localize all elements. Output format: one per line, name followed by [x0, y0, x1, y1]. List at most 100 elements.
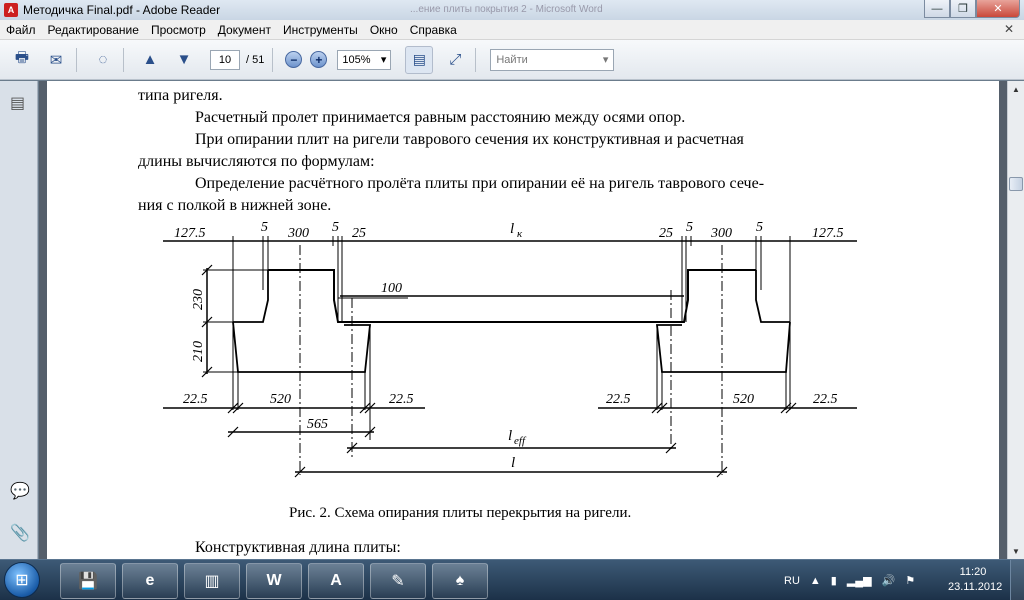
- paragraph-line: Конструктивная длина плиты:: [195, 539, 401, 556]
- search-placeholder: Найти: [496, 53, 528, 66]
- print-icon[interactable]: 🖶: [14, 49, 30, 66]
- taskbar-app-ie[interactable]: e: [122, 563, 178, 599]
- language-indicator[interactable]: RU: [784, 574, 800, 587]
- window-controls: — ❐ ✕: [924, 0, 1020, 18]
- zoom-select[interactable]: 105% ▾: [337, 49, 392, 70]
- dim-label: 22.5: [389, 392, 414, 407]
- dim-label: 520: [733, 392, 754, 407]
- attach-icon[interactable]: ✉: [49, 51, 63, 69]
- chevron-down-icon: ▾: [380, 54, 387, 66]
- dim-label: 565: [307, 417, 328, 432]
- scroll-up-icon[interactable]: ▲: [1012, 84, 1020, 94]
- show-desktop-button[interactable]: [1010, 560, 1024, 600]
- comments-icon[interactable]: 💬: [10, 483, 30, 500]
- menu-bar: Файл Редактирование Просмотр Документ Ин…: [0, 20, 1024, 40]
- network-signal-icon[interactable]: ▂▄▆: [846, 575, 872, 587]
- clock[interactable]: 11:20 23.11.2012: [948, 565, 1003, 595]
- adobe-reader-icon: A: [4, 3, 18, 17]
- tray-expand-icon[interactable]: ▲: [809, 574, 821, 587]
- previous-page-icon[interactable]: ▲: [142, 51, 158, 68]
- taskbar: ⊞ 💾 e ▥ W A ✎ ♠ RU ▲ ▮ ▂▄▆ 🔊 ⚑ 11:20 23.…: [0, 559, 1024, 600]
- page-total: / 51: [246, 53, 265, 66]
- dim-label: 22.5: [183, 392, 208, 407]
- dim-label-vertical: 230: [191, 289, 206, 310]
- paragraph-line: Определение расчётного пролёта плиты при…: [195, 175, 765, 192]
- dim-label: 300: [287, 226, 309, 241]
- support-scheme-drawing: 127.5 5 300 5 25 25 5 300 5 127.5 l к 23…: [163, 221, 857, 478]
- toolbar-separator: [272, 47, 274, 72]
- full-screen-icon[interactable]: ⤢: [449, 51, 462, 68]
- dim-label: 300: [710, 226, 732, 241]
- leff-label: l: [508, 428, 512, 444]
- dim-label: 520: [270, 392, 291, 407]
- maximize-button[interactable]: ❐: [950, 0, 976, 18]
- vertical-scrollbar[interactable]: ▲ ▼: [1007, 81, 1024, 559]
- menu-help[interactable]: Справка: [409, 22, 457, 37]
- paragraph-line: длины вычисляются по формулам:: [138, 153, 375, 170]
- system-tray: RU ▲ ▮ ▂▄▆ 🔊 ⚑: [784, 560, 925, 600]
- figure-caption: Рис. 2. Схема опирания плиты перекрытия …: [289, 505, 632, 521]
- dim-label: 127.5: [174, 226, 206, 241]
- title-bar: A Методичка Final.pdf - Adobe Reader ...…: [0, 0, 1024, 20]
- menu-file[interactable]: Файл: [6, 22, 36, 37]
- scroll-thumb[interactable]: [1009, 177, 1023, 191]
- paragraph-line: типа ригеля.: [138, 87, 223, 104]
- taskbar-app-word[interactable]: W: [246, 563, 302, 599]
- lk-label: l: [510, 221, 514, 237]
- lk-subscript: к: [517, 228, 523, 240]
- taskbar-app-acrobat[interactable]: ♠: [432, 563, 488, 599]
- document-view[interactable]: типа ригеля. Расчетный пролет принимаетс…: [39, 81, 1007, 559]
- battery-icon[interactable]: ▮: [830, 575, 837, 587]
- menu-edit[interactable]: Редактирование: [47, 22, 139, 37]
- menu-window[interactable]: Окно: [369, 22, 398, 37]
- menu-view[interactable]: Просмотр: [150, 22, 206, 37]
- action-center-flag-icon[interactable]: ⚑: [905, 575, 916, 587]
- dim-label: 5: [686, 221, 693, 235]
- next-page-icon[interactable]: ▼: [176, 51, 192, 68]
- scroll-down-icon[interactable]: ▼: [1012, 546, 1020, 556]
- volume-icon[interactable]: 🔊: [881, 575, 896, 587]
- paragraph-line: Расчетный пролет принимается равным расс…: [195, 109, 686, 126]
- toolbar: 🖶 ✉ ◌ ▲ ▼ 10 / 51 − + 105% ▾ ▤ ⤢ Найти ▾: [0, 40, 1024, 80]
- start-button[interactable]: ⊞: [4, 562, 40, 598]
- dim-label: 5: [261, 221, 268, 235]
- clock-date: 23.11.2012: [948, 581, 1003, 593]
- paragraph-line: ния с полкой в нижней зоне.: [138, 197, 332, 214]
- dim-label-vertical: 210: [191, 341, 206, 362]
- share-icon[interactable]: ◌: [98, 51, 108, 68]
- window-title: Методичка Final.pdf - Adobe Reader: [23, 3, 221, 17]
- close-button[interactable]: ✕: [976, 0, 1020, 18]
- menu-tools[interactable]: Инструменты: [282, 22, 358, 37]
- l-label: l: [511, 455, 515, 471]
- paragraph-line: При опирании плит на ригели таврового се…: [195, 131, 744, 148]
- pdf-page: типа ригеля. Расчетный пролет принимаетс…: [47, 81, 999, 559]
- pages-icon[interactable]: ▤: [10, 95, 26, 112]
- taskbar-app-archive[interactable]: ▥: [184, 563, 240, 599]
- dim-label: 5: [756, 221, 763, 235]
- zoom-value: 105%: [342, 53, 371, 66]
- background-window-title: ...ение плиты покрытия 2 - Microsoft Wor…: [410, 4, 603, 15]
- zoom-out-icon[interactable]: −: [285, 51, 303, 68]
- taskbar-app-files[interactable]: 💾: [60, 563, 116, 599]
- taskbar-app-autocad[interactable]: A: [308, 563, 364, 599]
- dim-label: 100: [381, 281, 402, 296]
- dim-label: 25: [352, 226, 366, 241]
- minimize-button[interactable]: —: [924, 0, 950, 18]
- page-number-input[interactable]: 10: [210, 49, 240, 70]
- fit-page-button[interactable]: ▤: [405, 45, 434, 74]
- toolbar-separator: [123, 47, 124, 72]
- toolbar-separator: [76, 47, 77, 72]
- attachments-icon[interactable]: 📎: [10, 525, 30, 542]
- zoom-in-icon[interactable]: +: [310, 51, 328, 68]
- dim-label: 5: [332, 221, 339, 235]
- search-input[interactable]: Найти ▾: [490, 48, 615, 71]
- close-document-icon[interactable]: ✕: [1003, 22, 1014, 36]
- chevron-down-icon[interactable]: ▾: [602, 54, 609, 66]
- dim-label: 25: [659, 226, 673, 241]
- menu-document[interactable]: Документ: [217, 22, 271, 37]
- taskbar-app-editor[interactable]: ✎: [370, 563, 426, 599]
- toolbar-separator: [475, 47, 477, 72]
- clock-time: 11:20: [959, 566, 987, 578]
- dim-label: 22.5: [813, 392, 838, 407]
- dim-label: 22.5: [606, 392, 631, 407]
